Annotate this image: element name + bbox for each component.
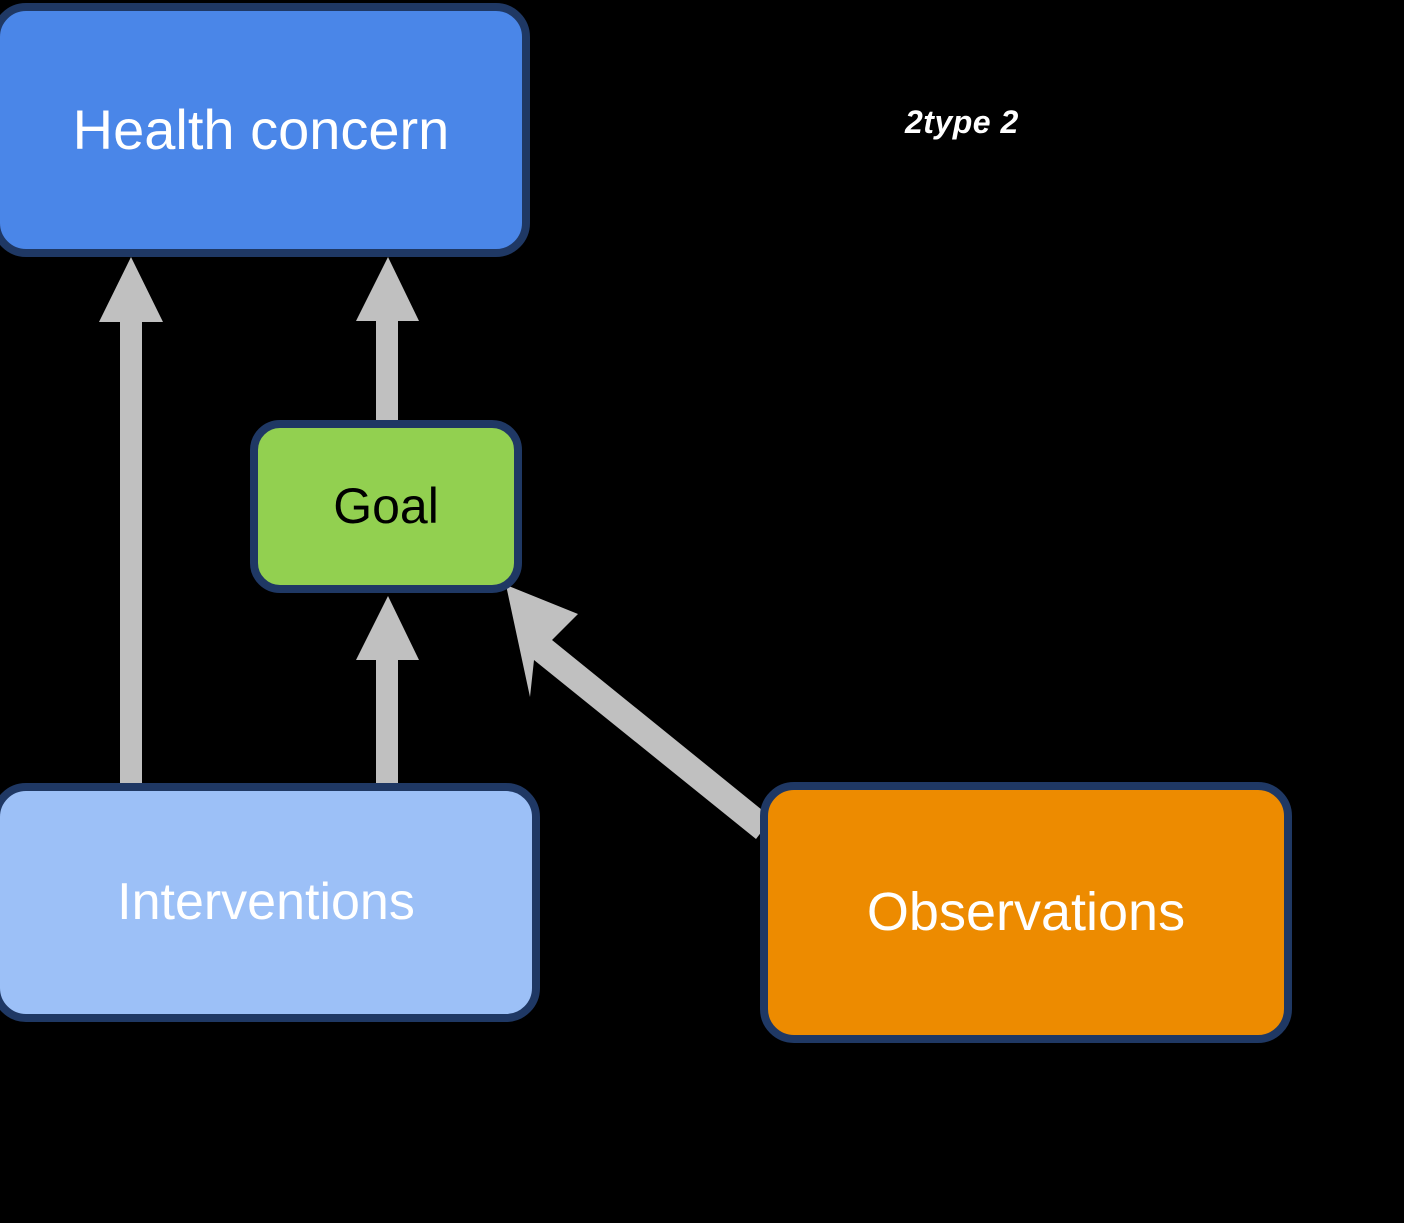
node-observations-label: Observations	[866, 881, 1186, 942]
node-health-concern-label: Health concern	[72, 98, 450, 162]
arrow-interventions-to-goal	[356, 596, 419, 786]
arrow-goal-to-health-concern	[356, 257, 419, 423]
node-interventions-label: Interventions	[117, 872, 415, 931]
arrow-interventions-to-health-concern	[99, 257, 163, 786]
node-health-concern[interactable]: Health concern	[0, 3, 530, 257]
diagram-caption: 2type 2	[905, 104, 1019, 140]
node-goal[interactable]: Goal	[250, 420, 522, 593]
arrow-observations-to-goal	[506, 585, 772, 839]
node-goal-label: Goal	[333, 478, 439, 534]
node-interventions[interactable]: Interventions	[0, 783, 540, 1022]
node-observations[interactable]: Observations	[760, 782, 1292, 1043]
